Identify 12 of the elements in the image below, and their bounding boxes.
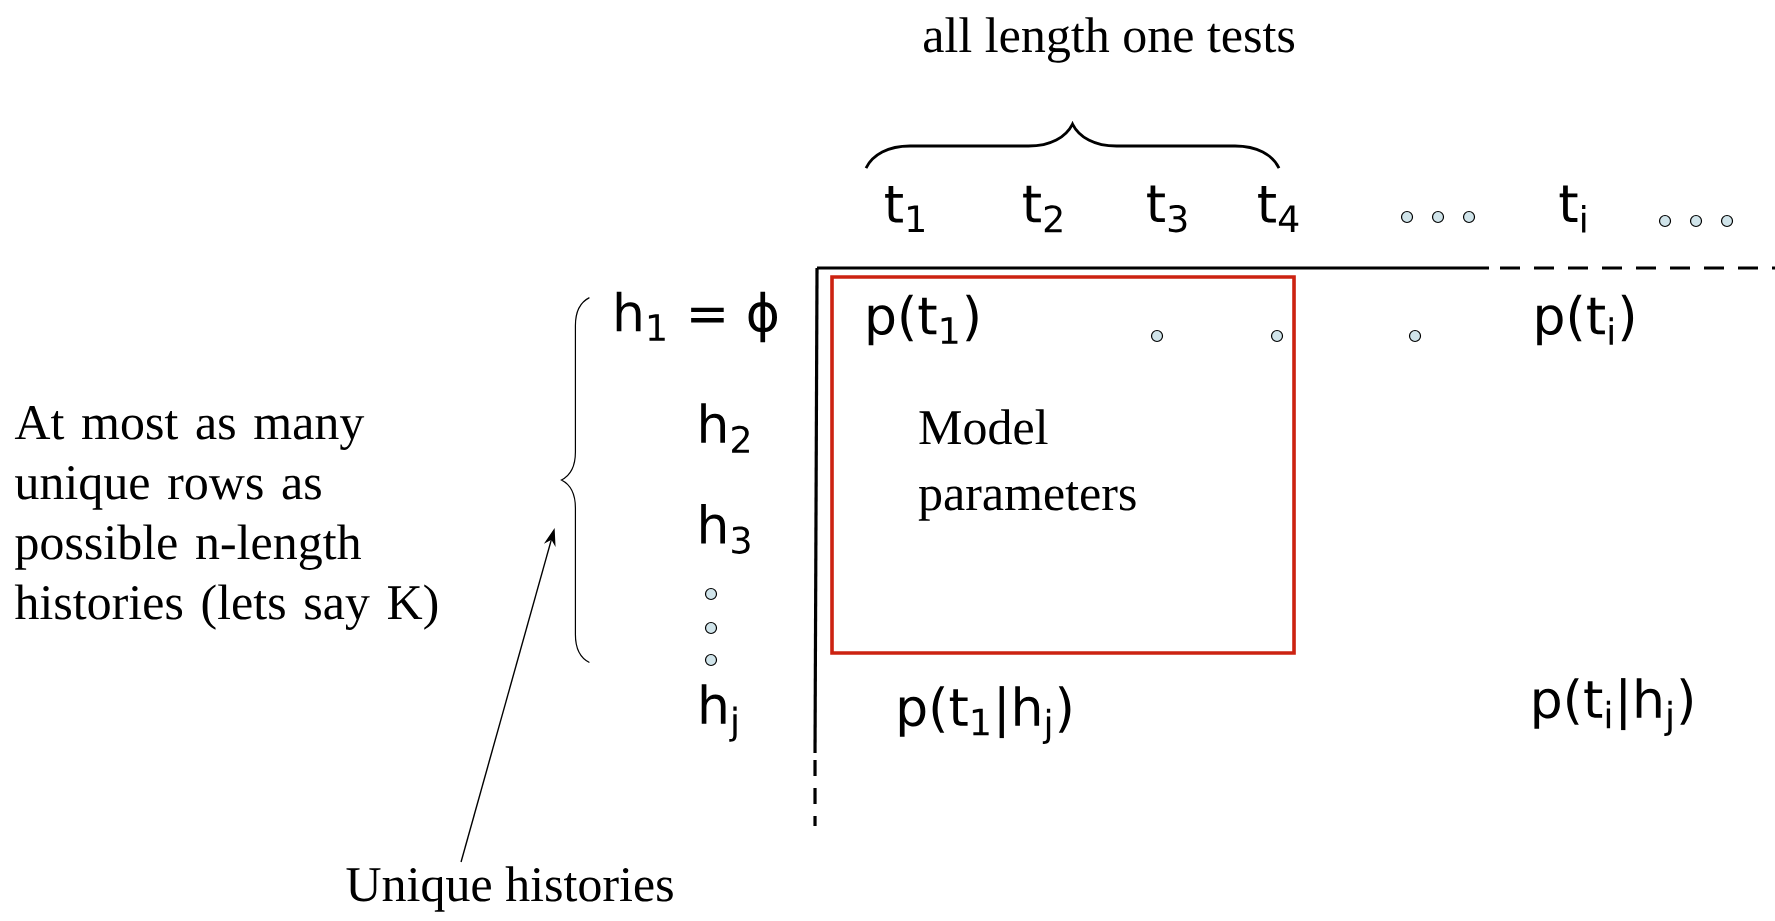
cell-text: p(t$_{i}$) bbox=[1537, 294, 1634, 346]
column-label: t$_{i}$ bbox=[1559, 185, 1586, 233]
caption-text: Unique histories bbox=[346, 866, 673, 912]
row-label: h$_{1}$ = ϕ bbox=[616, 291, 777, 343]
cell-text: p(t$_{i}$|h$_{j}$) bbox=[1534, 678, 1692, 736]
row-label: h$_{3}$ bbox=[701, 504, 750, 554]
brace bbox=[560, 297, 590, 663]
heading-text: all length one tests bbox=[924, 17, 1295, 63]
row-label: h$_{j}$ bbox=[701, 684, 737, 742]
cell-text: p(t$_{1}$) bbox=[868, 294, 978, 346]
note-text: At most as many unique rows as possible n-length histories (lets say K) bbox=[14, 406, 438, 630]
row-label: h$_{2}$ bbox=[701, 403, 749, 453]
